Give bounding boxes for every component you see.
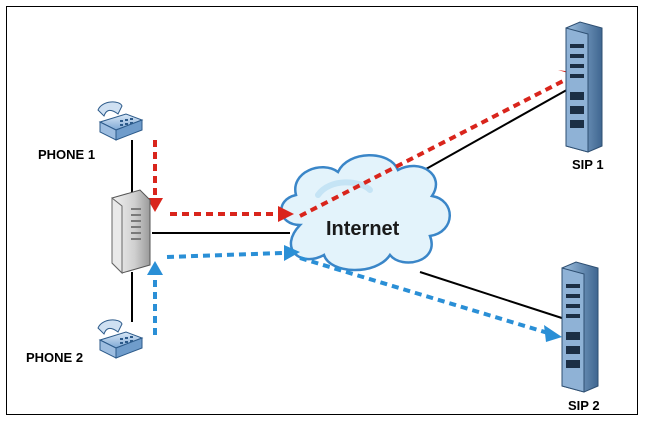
line-cloud-sip2 [419,271,569,321]
arrow-right-cloud [278,206,294,222]
phone2-label: PHONE 2 [26,350,84,365]
phone1-label: PHONE 1 [38,147,96,162]
connection-lines [131,86,573,322]
sip1-label: SIP 1 [572,157,604,172]
sip2-label: SIP 2 [568,398,600,413]
arrow-right-cloud-blue [284,245,300,261]
voip-flow-blue-arrows [147,245,562,342]
line-cloud-sip1 [409,86,573,179]
arrow-down-router [147,198,163,212]
voip-flow-red [153,78,566,218]
phone-icon [97,319,144,359]
cloud-icon [280,154,451,272]
router-icon [111,189,151,275]
server-icon [565,21,603,153]
internet-label: Internet [326,218,400,240]
arrow-up-router [147,261,163,275]
phone-icon [97,101,144,141]
arrow-sip2 [544,325,562,342]
server-icon [561,261,599,393]
